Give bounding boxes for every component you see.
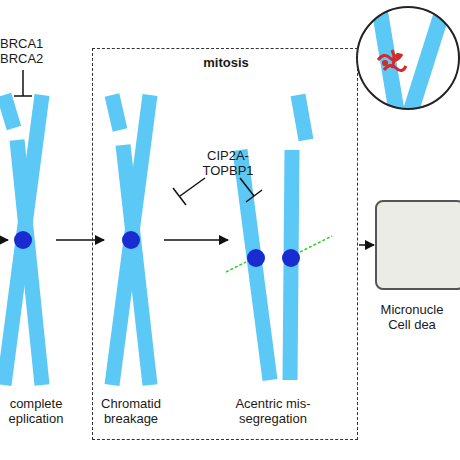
cell-label: Micronucle Cell dea	[369, 302, 455, 332]
stage-label: Chromatid breakage	[96, 396, 166, 426]
complex-label: CIP2A- TOPBP1	[188, 148, 268, 178]
mitosis-box: mitosis	[92, 48, 358, 440]
box-heading: mitosis	[93, 55, 359, 70]
stage-arrow	[359, 244, 374, 246]
gene-label: BRCA1 BRCA2	[0, 36, 46, 66]
cell-box: Micronucle Cell dea	[375, 200, 460, 290]
stage-label: Acentric mis-segregation	[210, 396, 336, 426]
stage-label: complete eplication	[0, 396, 72, 426]
